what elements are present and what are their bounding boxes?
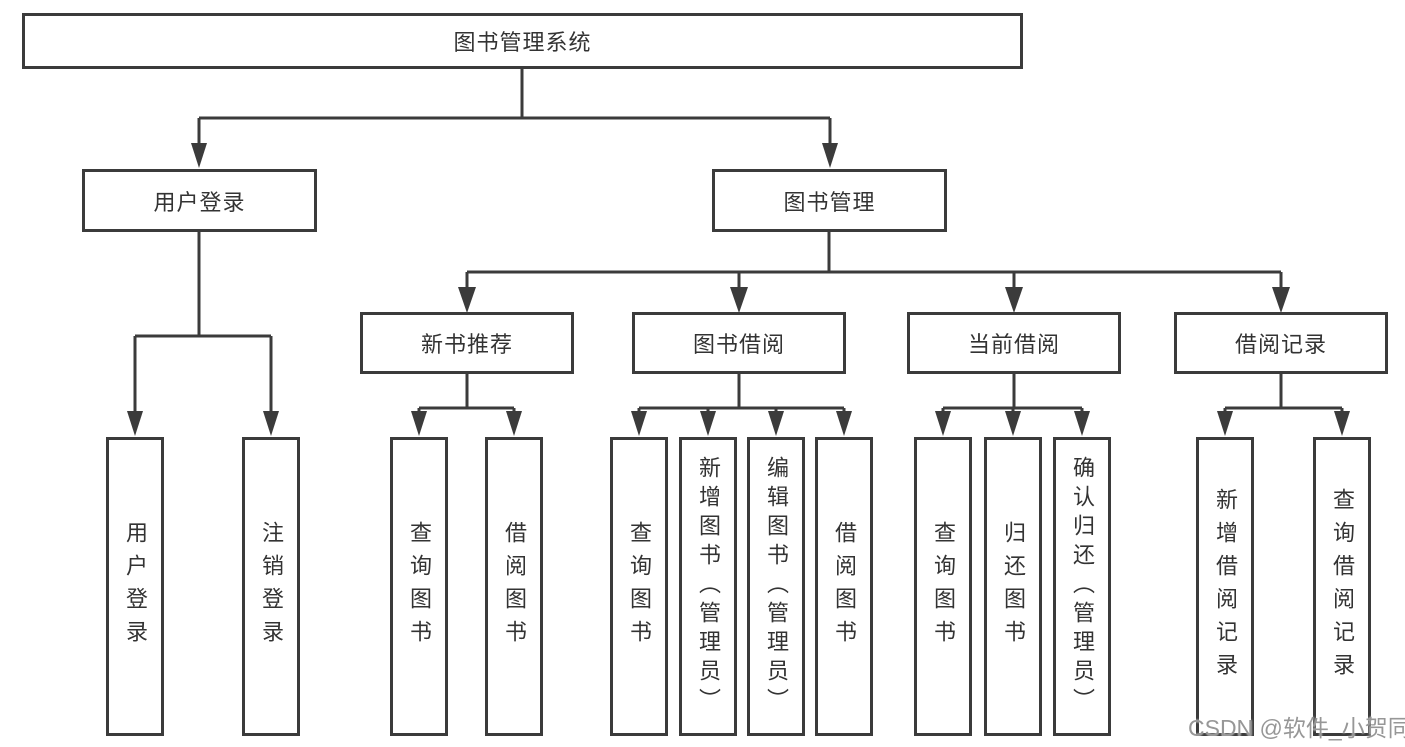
leaf-label: 确认归还（管理员） bbox=[1070, 456, 1095, 717]
leaf-label: 查询图书 bbox=[931, 520, 956, 653]
leaf-query-books-current: 查询图书 bbox=[914, 437, 972, 736]
leaf-label: 借阅图书 bbox=[502, 520, 527, 653]
node-root: 图书管理系统 bbox=[22, 13, 1023, 69]
leaf-borrow-books-borrowing: 借阅图书 bbox=[815, 437, 873, 736]
node-label: 图书管理 bbox=[783, 189, 876, 215]
leaf-label: 查询图书 bbox=[627, 520, 652, 653]
leaf-user-login: 用户登录 bbox=[106, 437, 164, 736]
node-label: 当前借阅 bbox=[967, 332, 1060, 357]
node-label: 图书借阅 bbox=[692, 332, 785, 357]
node-label: 用户登录 bbox=[153, 189, 246, 215]
node-label: 新书推荐 bbox=[420, 332, 513, 357]
leaf-label: 用户登录 bbox=[123, 520, 148, 653]
leaf-label: 编辑图书（管理员） bbox=[764, 456, 789, 717]
leaf-borrow-books-recommend: 借阅图书 bbox=[485, 437, 543, 736]
leaf-logout: 注销登录 bbox=[242, 437, 300, 736]
leaf-confirm-return-admin: 确认归还（管理员） bbox=[1053, 437, 1111, 736]
node-label: 借阅记录 bbox=[1234, 332, 1327, 357]
leaf-edit-books-admin: 编辑图书（管理员） bbox=[747, 437, 805, 736]
leaf-query-books-borrowing: 查询图书 bbox=[610, 437, 668, 736]
leaf-label: 查询借阅记录 bbox=[1330, 487, 1355, 686]
node-new-book-recommend: 新书推荐 bbox=[360, 312, 574, 374]
leaf-label: 借阅图书 bbox=[832, 520, 857, 653]
node-root-label: 图书管理系统 bbox=[453, 30, 592, 55]
node-book-borrowing: 图书借阅 bbox=[632, 312, 846, 374]
node-book-management: 图书管理 bbox=[712, 169, 947, 232]
leaf-label: 注销登录 bbox=[259, 520, 284, 653]
leaf-return-books: 归还图书 bbox=[984, 437, 1042, 736]
leaf-label: 新增借阅记录 bbox=[1213, 487, 1238, 686]
node-borrowing-records: 借阅记录 bbox=[1174, 312, 1388, 374]
leaf-query-borrow-record: 查询借阅记录 bbox=[1313, 437, 1371, 736]
node-current-borrowing: 当前借阅 bbox=[907, 312, 1121, 374]
leaf-query-books-recommend: 查询图书 bbox=[390, 437, 448, 736]
leaf-label: 归还图书 bbox=[1001, 520, 1026, 653]
leaf-label: 查询图书 bbox=[407, 520, 432, 653]
leaf-label: 新增图书（管理员） bbox=[696, 456, 721, 717]
leaf-add-borrow-record: 新增借阅记录 bbox=[1196, 437, 1254, 736]
leaf-add-books-admin: 新增图书（管理员） bbox=[679, 437, 737, 736]
node-user-login-branch: 用户登录 bbox=[82, 169, 317, 232]
watermark: CSDN @软件_小贺同学 bbox=[1188, 715, 1405, 741]
